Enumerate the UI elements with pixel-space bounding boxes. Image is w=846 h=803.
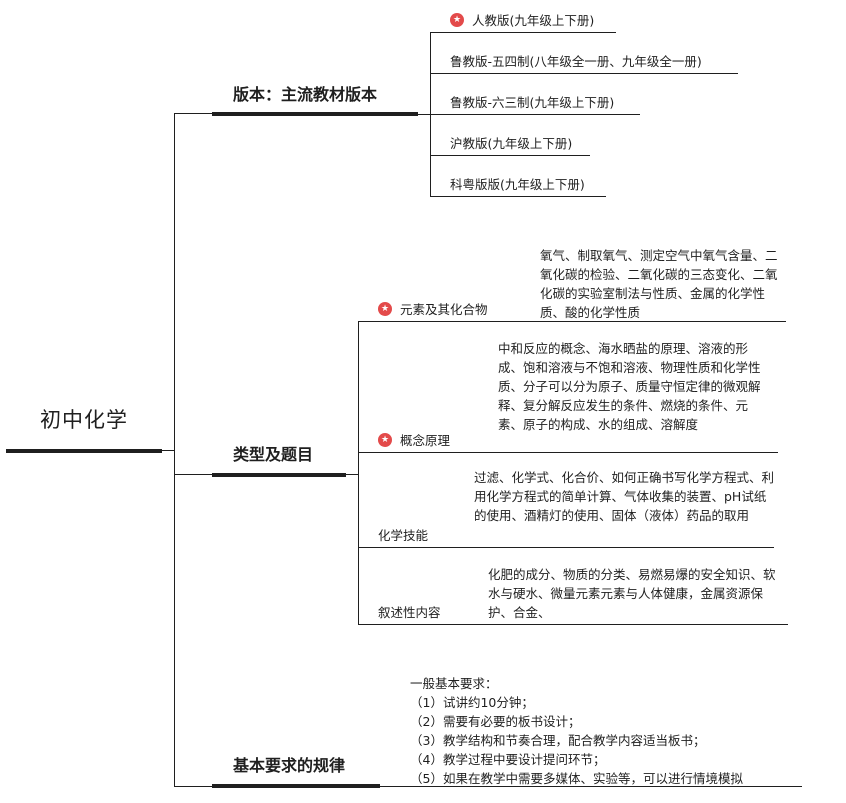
- type-item-content: 过滤、化学式、化合价、如何正确书写化学方程式、利用化学方程式的简单计算、气体收集…: [474, 470, 775, 523]
- type-item-underline: [358, 547, 774, 548]
- type-item-content: 化肥的成分、物质的分类、易燃易爆的安全知识、软水与硬水、微量元素元素与人体健康，…: [488, 567, 776, 620]
- branch-connector: [174, 786, 212, 787]
- requirement-item: （1）试讲约10分钟；: [410, 695, 534, 710]
- type-item-narrative[interactable]: 叙述性内容: [378, 605, 441, 620]
- types-connector: [358, 321, 359, 625]
- version-item-keyue[interactable]: 科粤版版(九年级上下册): [450, 177, 585, 192]
- requirements-underline: [380, 786, 802, 787]
- requirements-heading: 一般基本要求：: [410, 676, 498, 691]
- branch-title-versions[interactable]: 版本：主流教材版本: [233, 85, 378, 104]
- branch-title-types[interactable]: 类型及题目: [233, 445, 314, 464]
- type-item-elements[interactable]: ★ 元素及其化合物: [378, 299, 488, 318]
- version-item-lujiao-63[interactable]: 鲁教版-六三制(九年级上下册): [450, 95, 615, 110]
- version-item-lujiao-54[interactable]: 鲁教版-五四制(八年级全一册、九年级全一册): [450, 54, 702, 69]
- star-icon: ★: [450, 12, 464, 27]
- branch-connector: [174, 113, 212, 114]
- root-title: 初中化学: [40, 408, 128, 432]
- version-underline: [430, 196, 606, 197]
- type-item-label: 元素及其化合物: [400, 302, 488, 317]
- star-icon: ★: [378, 432, 392, 447]
- versions-stub: [418, 114, 430, 115]
- requirements-block: 一般基本要求： （1）试讲约10分钟； （2）需要有必要的板书设计； （3）教学…: [410, 674, 810, 788]
- version-underline: [430, 32, 616, 33]
- branch-title-requirements[interactable]: 基本要求的规律: [233, 756, 346, 775]
- version-underline: [430, 155, 590, 156]
- type-item-underline: [358, 624, 788, 625]
- version-item-hujiao[interactable]: 沪教版(九年级上下册): [450, 136, 573, 151]
- root-connector: [174, 113, 175, 787]
- type-item-concepts[interactable]: ★ 概念原理: [378, 430, 450, 449]
- type-item-content: 中和反应的概念、海水晒盐的原理、溶液的形成、饱和溶液与不饱和溶液、物理性质和化学…: [498, 341, 761, 432]
- types-stub: [346, 474, 358, 475]
- type-item-underline: [358, 452, 778, 453]
- root-connector-stub: [162, 450, 174, 451]
- requirement-item: （5）如果在教学中需要多媒体、实验等，可以进行情境模拟: [410, 771, 743, 786]
- requirements-list: （1）试讲约10分钟； （2）需要有必要的板书设计； （3）教学结构和节奏合理，…: [410, 693, 810, 788]
- type-item-label: 概念原理: [400, 433, 451, 448]
- version-label: 人教版(九年级上下册): [472, 13, 595, 28]
- type-item-underline: [358, 321, 786, 322]
- requirement-item: （2）需要有必要的板书设计；: [410, 714, 581, 729]
- branch-underline-types: [212, 473, 346, 477]
- branch-underline-requirements: [212, 784, 380, 788]
- requirement-item: （3）教学结构和节奏合理，配合教学内容适当板书；: [410, 733, 706, 748]
- version-underline: [430, 114, 640, 115]
- version-underline: [430, 73, 738, 74]
- type-item-content: 氧气、制取氧气、测定空气中氧气含量、二氧化碳的检验、二氧化碳的三态变化、二氧化碳…: [540, 248, 778, 320]
- star-icon: ★: [378, 301, 392, 316]
- branch-connector: [174, 474, 212, 475]
- versions-connector: [430, 33, 431, 197]
- root-underline: [6, 449, 162, 453]
- requirement-item: （4）教学过程中要设计提问环节；: [410, 752, 606, 767]
- branch-underline-versions: [212, 112, 418, 116]
- version-item-renjiao[interactable]: ★ 人教版(九年级上下册): [450, 10, 594, 29]
- type-item-skills[interactable]: 化学技能: [378, 528, 429, 543]
